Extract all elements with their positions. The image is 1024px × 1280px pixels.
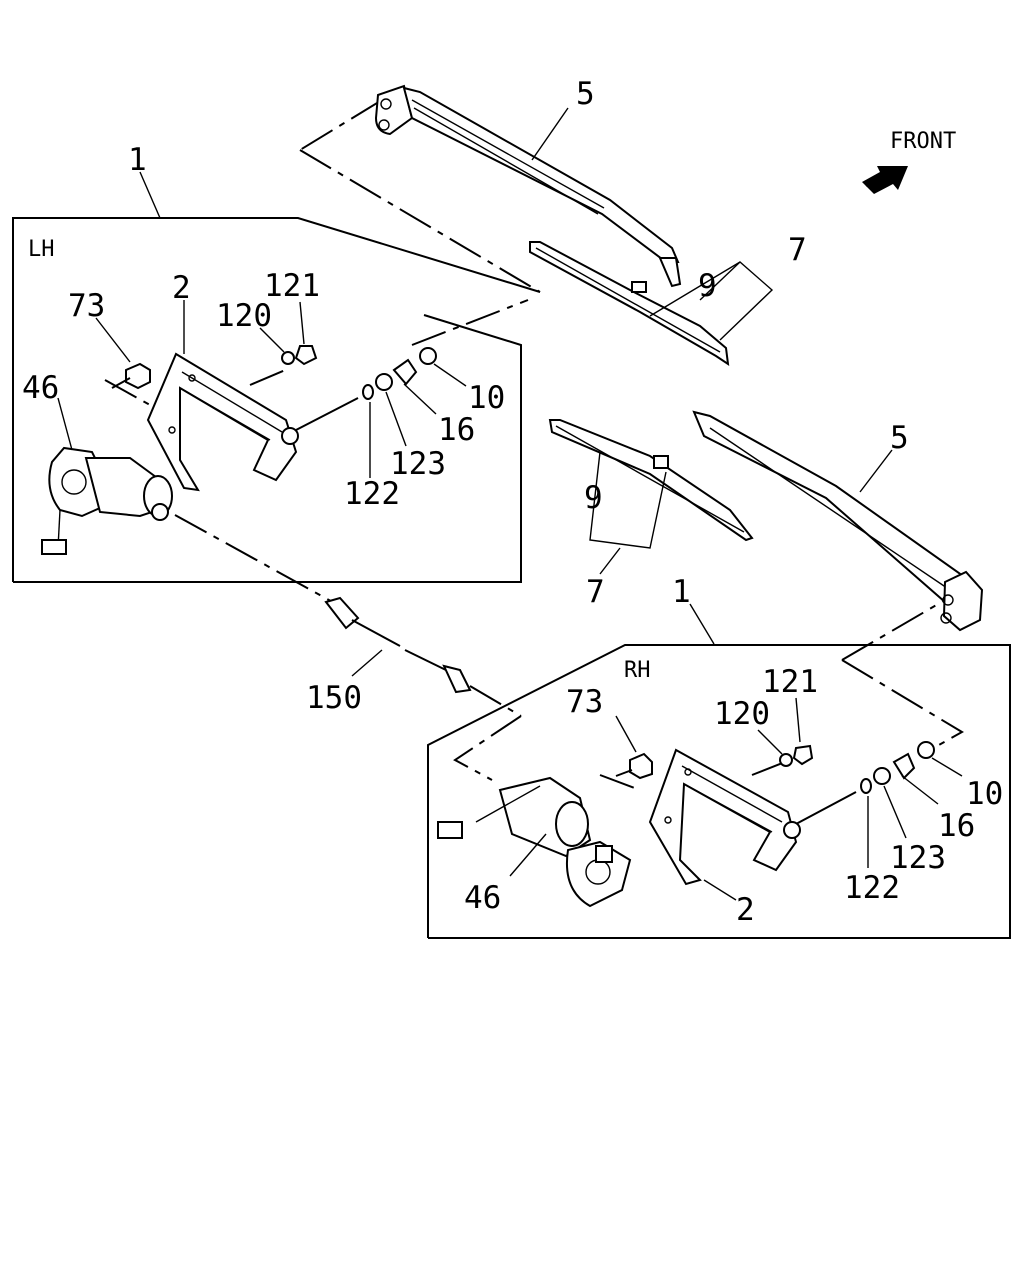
callout-9-upper: 9 [698, 268, 717, 304]
callout-46-rh: 46 [464, 880, 501, 916]
callout-123-rh: 123 [890, 840, 946, 876]
callout-121-rh: 121 [762, 664, 818, 700]
rh-wiper-motor [437, 776, 632, 908]
lh-assembly-frame: LH [12, 217, 541, 583]
front-direction-indicator: FRONT [862, 129, 956, 194]
callout-10-lh: 10 [468, 380, 505, 416]
rh-side-label: RH [624, 658, 651, 683]
callout-16-lh: 16 [438, 412, 475, 448]
rh-hardware [615, 741, 935, 839]
callout-10-rh: 10 [966, 776, 1003, 812]
callout-2-lh: 2 [172, 270, 191, 306]
callout-7-upper: 7 [788, 232, 807, 268]
callout-123-lh: 123 [390, 446, 446, 482]
rh-bracket [648, 748, 798, 886]
upper-wiper-blade [529, 241, 730, 367]
callout-labels: 1 5 7 9 2 73 120 121 46 10 16 123 122 5 … [22, 76, 1003, 928]
callout-120-lh: 120 [216, 298, 272, 334]
lh-hardware [111, 345, 437, 445]
callout-5-lower: 5 [890, 420, 909, 456]
lh-side-label: LH [28, 237, 55, 262]
callout-1-rh: 1 [672, 574, 691, 610]
callout-121-lh: 121 [264, 268, 320, 304]
lower-wiper-arm [692, 410, 984, 632]
front-arrow-icon [862, 166, 908, 194]
callout-7-lower: 7 [586, 574, 605, 610]
callout-5-upper: 5 [576, 76, 595, 112]
front-label: FRONT [890, 129, 956, 154]
alignment-lines [104, 99, 964, 791]
callout-73-rh: 73 [566, 684, 603, 720]
rh-assembly-frame: RH [427, 644, 1011, 939]
callout-150: 150 [306, 680, 362, 716]
callout-122-rh: 122 [844, 870, 900, 906]
lh-wiper-motor [41, 446, 173, 555]
callout-122-lh: 122 [344, 476, 400, 512]
callout-1-lh: 1 [128, 142, 147, 178]
callout-2-rh: 2 [736, 892, 755, 928]
upper-wiper-arm [374, 84, 682, 288]
leader-lines [57, 107, 963, 901]
link-rod [324, 596, 472, 694]
callout-46-lh: 46 [22, 370, 59, 406]
callout-16-rh: 16 [938, 808, 975, 844]
lower-wiper-blade [548, 419, 754, 542]
callout-73-lh: 73 [68, 288, 105, 324]
callout-9-lower: 9 [584, 480, 603, 516]
lh-bracket [146, 352, 298, 492]
callout-120-rh: 120 [714, 696, 770, 732]
